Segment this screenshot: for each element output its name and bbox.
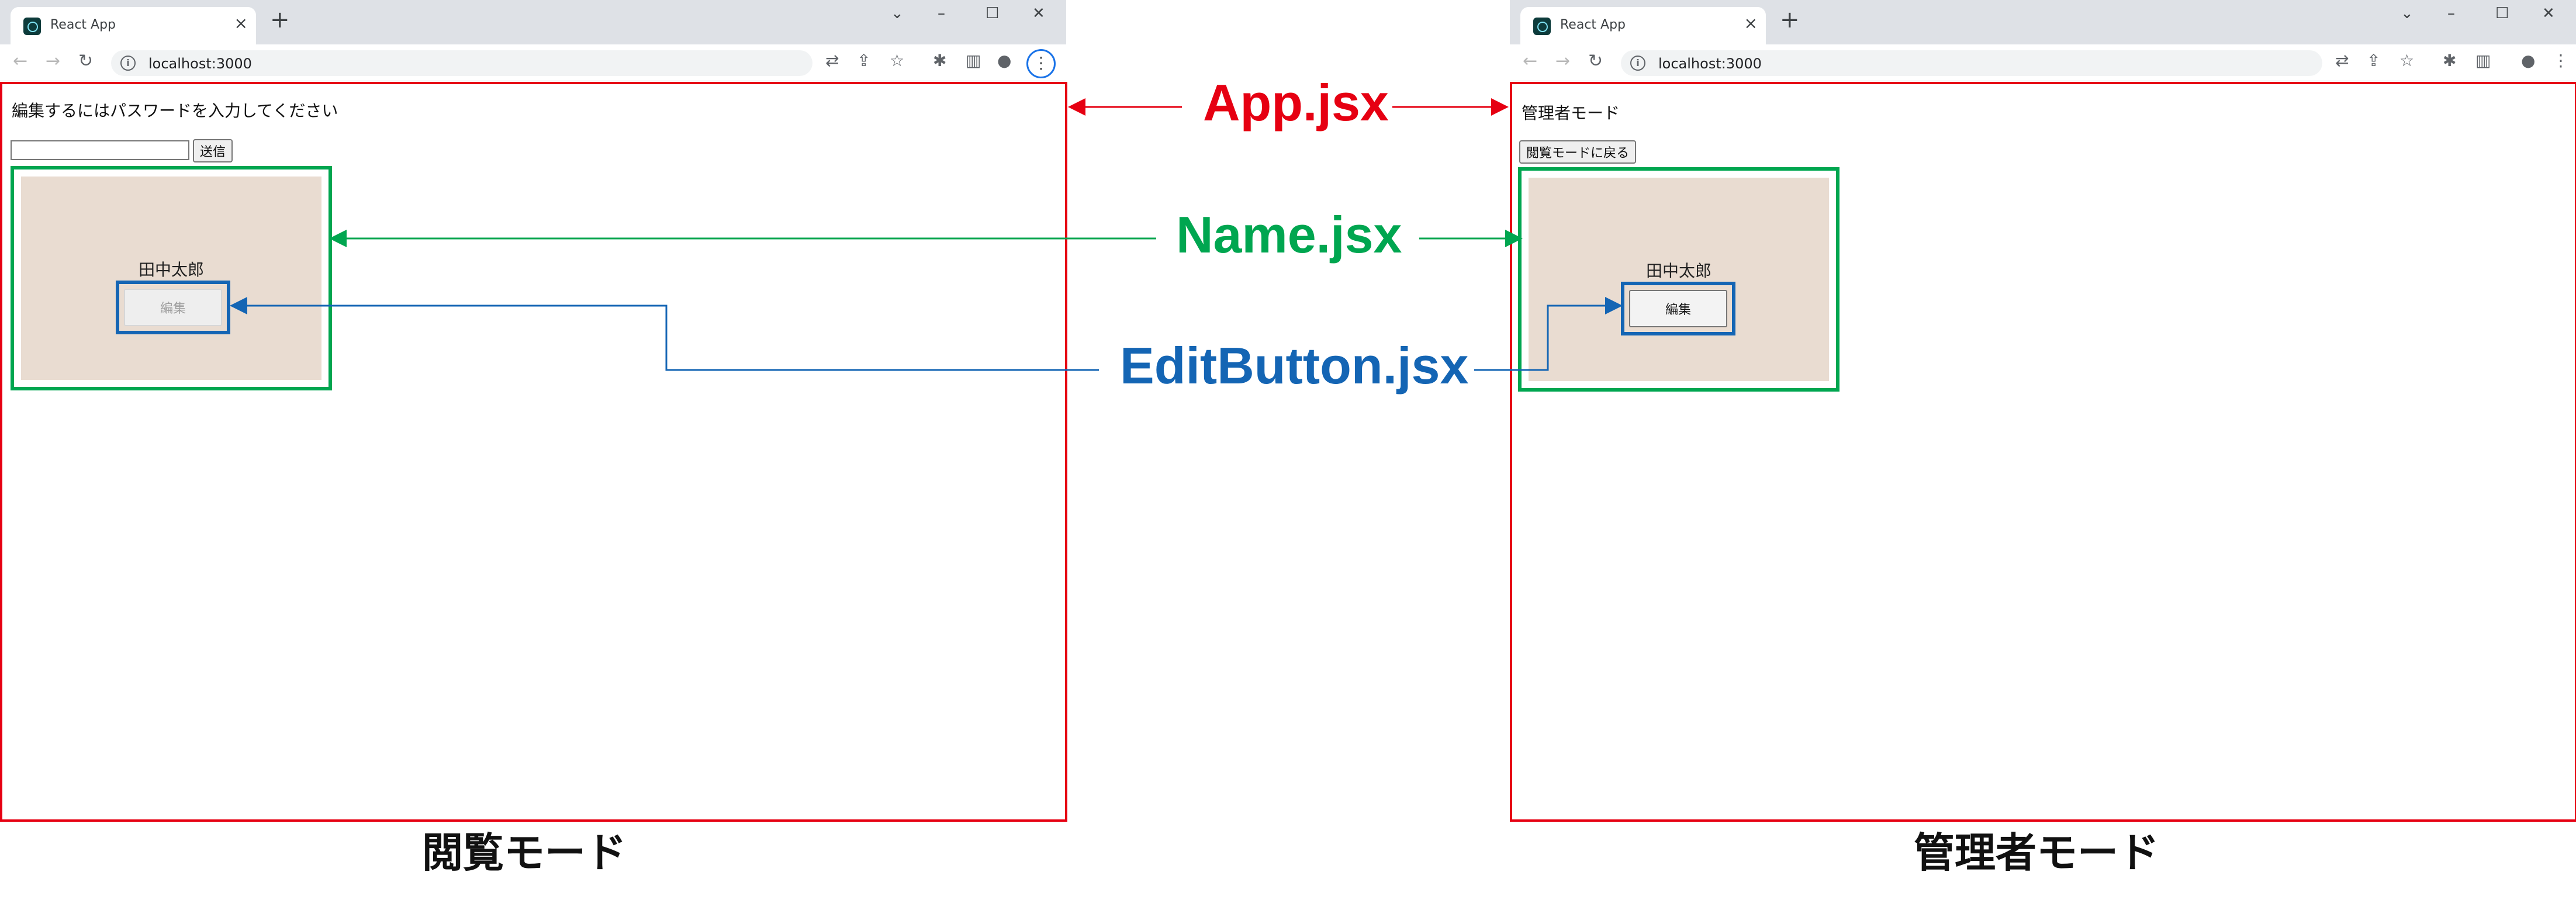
profile-icon[interactable]: ● [2521, 51, 2536, 70]
page-viewport: 管理者モード 閲覧モードに戻る 田中太郎 編集 [1510, 82, 2576, 822]
tab-strip: React App × + ⌄ – ☐ ✕ [0, 0, 1066, 44]
forward-arrow-icon[interactable]: → [1555, 51, 1571, 71]
profile-icon[interactable]: ● [997, 51, 1012, 70]
star-icon[interactable]: ☆ [2399, 51, 2415, 70]
side-panel-icon[interactable]: ▥ [2475, 51, 2491, 70]
admin-mode-caption: 管理者モード [1914, 829, 2159, 877]
extensions-icon[interactable]: ✱ [933, 51, 947, 70]
browser-toolbar: ← → ↻ i localhost:3000 ⇄ ⇪ ☆ ✱ ▥ ● ⋮ [0, 44, 1066, 81]
name-component-outline: 田中太郎 [11, 166, 332, 390]
page-viewport: 編集するにはパスワードを入力してください 送信 田中太郎 編集 [0, 82, 1067, 822]
tab-title: React App [50, 18, 116, 32]
browser-window-view-mode: React App × + ⌄ – ☐ ✕ ← → ↻ i localhost:… [0, 0, 1067, 822]
name-card: 田中太郎 [1529, 178, 1829, 381]
close-window-button[interactable]: ✕ [1032, 5, 1045, 22]
maximize-button[interactable]: ☐ [986, 5, 1000, 22]
tab-search-icon[interactable]: ⌄ [2401, 5, 2414, 22]
app-jsx-label: App.jsx [1203, 74, 1389, 132]
minimize-button[interactable]: – [2447, 5, 2455, 22]
star-icon[interactable]: ☆ [890, 51, 905, 70]
site-info-icon[interactable]: i [120, 56, 136, 71]
edit-button-jsx-label: EditButton.jsx [1120, 337, 1469, 395]
share-icon[interactable]: ⇪ [2367, 51, 2381, 70]
back-arrow-icon[interactable]: ← [1523, 51, 1538, 71]
app-component-outline [1510, 82, 2576, 822]
back-to-view-mode-button[interactable]: 閲覧モードに戻る [1519, 140, 1637, 164]
share-icon[interactable]: ⇪ [857, 51, 871, 70]
edit-button-disabled: 編集 [124, 289, 222, 326]
forward-arrow-icon[interactable]: → [46, 51, 61, 71]
edit-button-arrow-left [230, 297, 1099, 371]
close-window-button[interactable]: ✕ [2542, 5, 2555, 22]
react-logo-icon [1533, 18, 1551, 35]
url-text: localhost:3000 [1658, 56, 1762, 72]
edit-button-component-outline: 編集 [1621, 282, 1735, 335]
address-bar[interactable]: i localhost:3000 [111, 50, 812, 76]
menu-dots-icon[interactable]: ⋮ [1026, 49, 1056, 78]
minimize-button[interactable]: – [938, 5, 945, 22]
name-jsx-label: Name.jsx [1176, 206, 1402, 264]
maximize-button[interactable]: ☐ [2495, 5, 2509, 22]
translate-icon[interactable]: ⇄ [825, 51, 839, 70]
browser-window-admin-mode: React App × + ⌄ – ☐ ✕ ← → ↻ i localhost:… [1510, 0, 2576, 822]
menu-dots-icon[interactable]: ⋮ [2553, 51, 2569, 70]
edit-button-component-outline: 編集 [116, 281, 230, 334]
password-prompt: 編集するにはパスワードを入力してください [12, 101, 338, 120]
tab-close-icon[interactable]: × [234, 13, 248, 33]
browser-tab[interactable]: React App × [1520, 7, 1766, 44]
tab-search-icon[interactable]: ⌄ [891, 5, 904, 22]
submit-button[interactable]: 送信 [193, 139, 233, 162]
password-input[interactable] [11, 140, 189, 160]
new-tab-button[interactable]: + [270, 6, 290, 33]
translate-icon[interactable]: ⇄ [2335, 51, 2349, 70]
reload-icon[interactable]: ↻ [78, 51, 94, 71]
back-arrow-icon[interactable]: ← [13, 51, 28, 71]
admin-heading: 管理者モード [1522, 103, 1620, 123]
name-text: 田中太郎 [1645, 261, 1711, 281]
address-bar[interactable]: i localhost:3000 [1621, 50, 2322, 76]
react-logo-icon [23, 18, 41, 35]
reload-icon[interactable]: ↻ [1588, 51, 1603, 71]
view-mode-caption: 閲覧モード [422, 829, 627, 877]
site-info-icon[interactable]: i [1630, 56, 1645, 71]
name-component-outline: 田中太郎 [1518, 167, 1839, 392]
tab-close-icon[interactable]: × [1744, 13, 1758, 33]
new-tab-button[interactable]: + [1780, 6, 1800, 33]
edit-button[interactable]: 編集 [1629, 290, 1727, 327]
name-card: 田中太郎 [21, 177, 321, 380]
extensions-icon[interactable]: ✱ [2443, 51, 2457, 70]
browser-tab[interactable]: React App × [11, 7, 256, 44]
name-text: 田中太郎 [138, 260, 204, 279]
tab-title: React App [1560, 18, 1626, 32]
tab-strip: React App × + ⌄ – ☐ ✕ [1510, 0, 2576, 44]
side-panel-icon[interactable]: ▥ [966, 51, 981, 70]
app-component-outline [0, 82, 1067, 822]
browser-toolbar: ← → ↻ i localhost:3000 ⇄ ⇪ ☆ ✱ ▥ ● ⋮ [1510, 44, 2576, 81]
edit-button-arrow-right [1474, 297, 1623, 371]
url-text: localhost:3000 [148, 56, 252, 72]
